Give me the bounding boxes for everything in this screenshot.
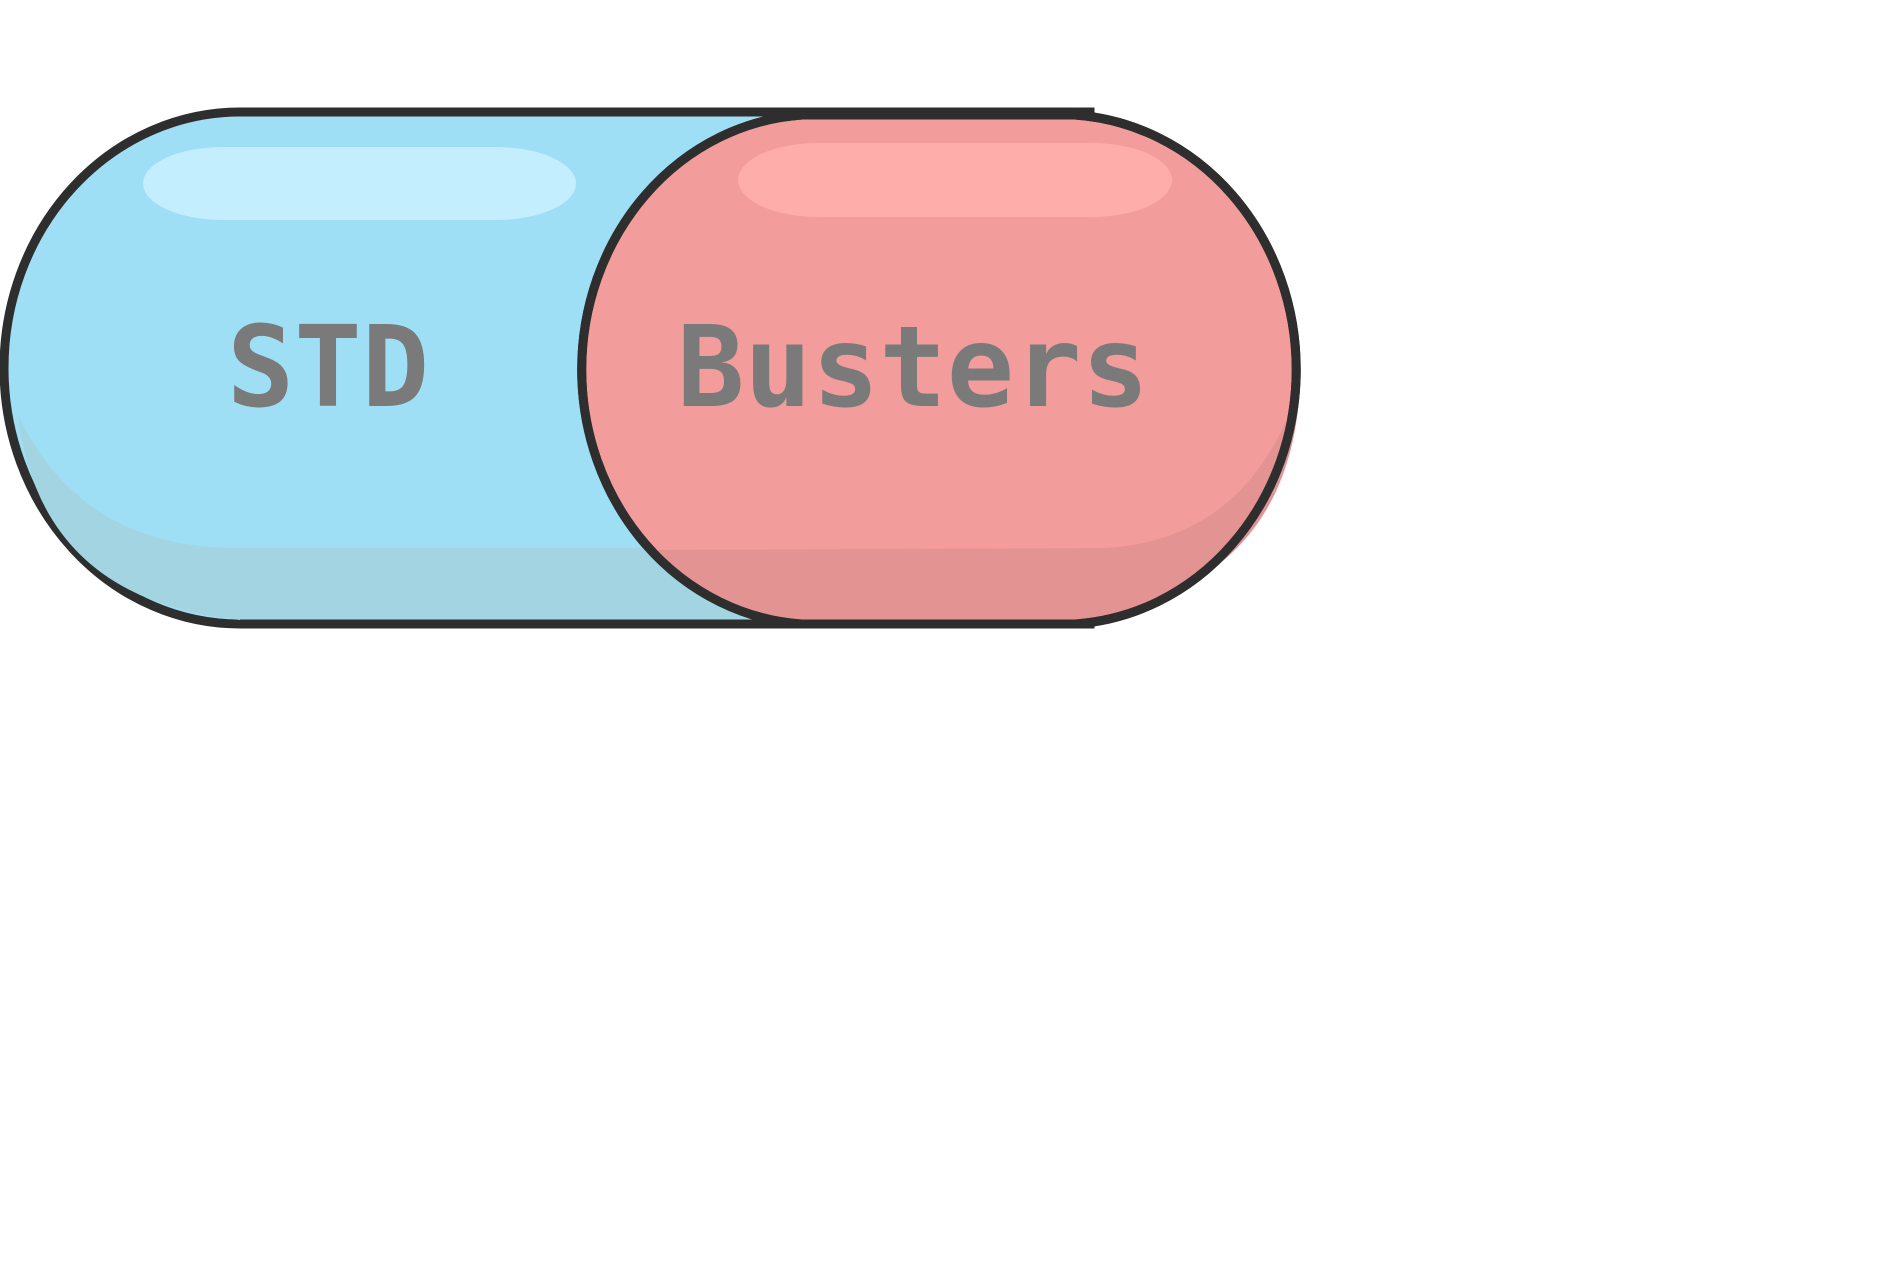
- red-shadow-band: [650, 385, 1300, 620]
- blue-shadow-band: [18, 415, 760, 620]
- busters-label: Busters: [677, 303, 1149, 433]
- std-label: STD: [227, 303, 429, 433]
- blue-highlight: [143, 147, 576, 220]
- red-capsule-half: [577, 110, 1301, 629]
- red-highlight: [738, 143, 1172, 217]
